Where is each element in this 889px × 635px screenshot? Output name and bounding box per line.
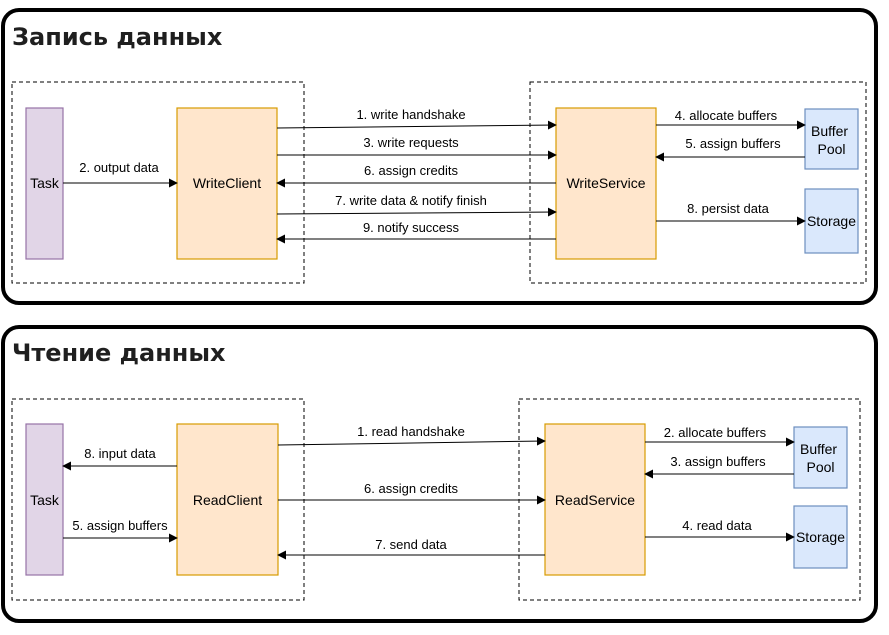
read-edge-read-data-label: 4. read data — [682, 518, 752, 533]
write-edge-data-notify — [276, 207, 557, 217]
read-edge-assign-buffers-task-label: 5. assign buffers — [72, 518, 168, 533]
write-edge-assign-credits-label: 6. assign credits — [364, 163, 458, 178]
read-task-node — [25, 423, 64, 576]
read-storage-label: Storage — [796, 529, 845, 545]
read-client-node — [176, 423, 279, 576]
write-edge-requests-label: 3. write requests — [363, 135, 459, 150]
write-buffer-label-line1: Buffer — [811, 123, 848, 139]
write-buffer-pool-node — [804, 108, 859, 170]
read-edge-handshake — [277, 436, 546, 446]
read-panel-title: Чтение данных — [12, 339, 226, 367]
write-service-node — [555, 107, 657, 260]
write-edge-notify-success-label: 9. notify success — [363, 220, 460, 235]
read-edge-send-data-label: 7. send data — [375, 537, 447, 552]
write-service-label: WriteService — [566, 175, 645, 191]
write-edge-handshake-label: 1. write handshake — [356, 107, 465, 122]
write-edge-output-data-label: 2. output data — [79, 160, 159, 175]
write-buffer-label-line2: Pool — [817, 141, 845, 157]
write-edge-persist-data-label: 8. persist data — [687, 201, 769, 216]
read-panel: Чтение данных Task ReadClient ReadServic… — [1, 325, 878, 623]
read-task-label: Task — [30, 492, 60, 508]
read-service-label: ReadService — [555, 492, 635, 508]
read-edge-assign-buffers-label: 3. assign buffers — [670, 454, 766, 469]
read-buffer-pool-label: Buffer Pool — [800, 441, 841, 475]
read-edge-input-data-label: 8. input data — [84, 446, 156, 461]
write-edge-handshake — [276, 120, 557, 130]
write-edge-data-notify-label: 7. write data & notify finish — [335, 193, 487, 208]
read-buffer-pool-node — [793, 426, 848, 489]
write-edge-allocate-buffers-label: 4. allocate buffers — [675, 108, 778, 123]
write-panel: Запись данных Task WriteClient WriteServ… — [1, 8, 878, 305]
read-service-node — [544, 423, 646, 576]
write-storage-label: Storage — [807, 213, 856, 229]
read-edge-assign-credits-label: 6. assign credits — [364, 481, 458, 496]
read-edge-handshake-label: 1. read handshake — [357, 424, 465, 439]
write-task-label: Task — [30, 175, 60, 191]
read-client-label: ReadClient — [193, 492, 262, 508]
write-edge-assign-buffers-label: 5. assign buffers — [685, 136, 781, 151]
write-panel-title: Запись данных — [12, 23, 223, 51]
write-task-node — [25, 107, 64, 260]
read-buffer-label-line1: Buffer — [800, 441, 837, 457]
read-storage-node — [793, 505, 848, 569]
write-client-label: WriteClient — [193, 175, 261, 191]
write-buffer-pool-label: Buffer Pool — [811, 123, 852, 157]
read-edge-allocate-buffers-label: 2. allocate buffers — [664, 425, 767, 440]
read-buffer-label-line2: Pool — [806, 459, 834, 475]
